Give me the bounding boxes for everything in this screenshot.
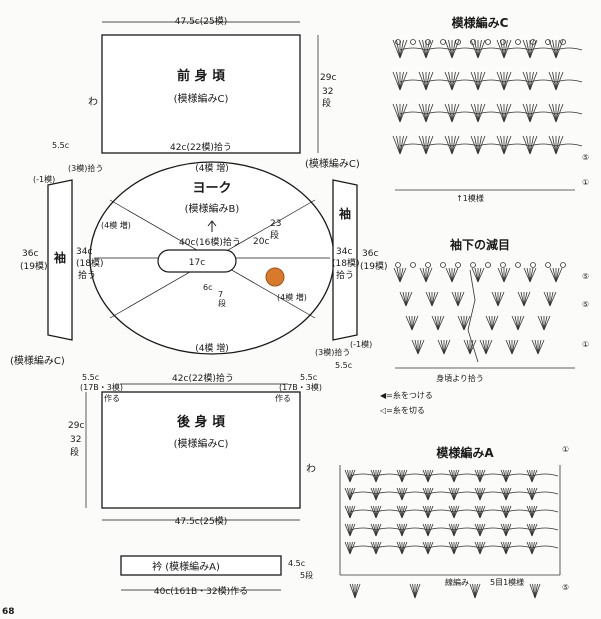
front-height-1: 29c [320, 73, 336, 83]
back-right-1: 5.5c [300, 373, 317, 382]
left-sleeve-outer-1: 36c [22, 249, 38, 259]
yoke-left-inc: (4模 増) [101, 220, 131, 230]
right-sleeve-inner-2: (18模) [332, 258, 359, 269]
yoke-top-inc: (4模 増) [195, 162, 229, 174]
chart-a-stitches [339, 465, 561, 599]
left-sleeve-outer-2: (19模) [20, 261, 47, 272]
yarn-ball-icon [265, 267, 285, 287]
front-bottom: 42c(22模)拾う [170, 141, 232, 153]
yoke-depth-1: 6c [203, 283, 213, 292]
right-sleeve-title: 袖 [339, 206, 351, 221]
yoke-neck: 17c [189, 258, 205, 268]
arrow-up-icon [207, 220, 217, 232]
yoke-panel: (4模 増) ヨーク (模様編みB) (4模 増) 40c(16模)拾う 17c… [89, 161, 335, 355]
chart-sleeve-row-a: ⑤ [582, 272, 589, 281]
front-wa: わ [88, 96, 98, 108]
left-sleeve-inner-3: 拾う [78, 269, 96, 281]
yoke-rows-2: 段 [270, 229, 279, 241]
back-height-1: 29c [68, 421, 84, 431]
yoke-pick: 40c(16模)拾う [179, 236, 241, 248]
back-title: 後 身 頃 [177, 414, 226, 430]
chart-a-footer-right: 5目1模様 [490, 577, 524, 587]
right-sleeve-outer-1: 36c [362, 249, 378, 259]
front-height-3: 段 [322, 97, 331, 109]
right-sleeve: 袖 (模様編みC) 34c (18模) 拾う 36c (19模) (3模)拾う … [305, 157, 387, 370]
legend-attach: ◀=糸をつける [380, 390, 433, 400]
legend-cut: ◁=糸を切る [379, 405, 425, 415]
front-title: 前 身 頃 [177, 68, 226, 84]
chart-sleeve-decrease: 袖下の減目 ⑤ ⑤ ① 身頃より拾う ◀=糸をつける ◁=糸を切る [379, 237, 589, 415]
back-left-3: 作る [104, 393, 120, 403]
collar-height: 4.5c [288, 559, 305, 568]
right-sleeve-inner-3: 拾う [336, 269, 354, 281]
chart-a-row-5: ⑤ [562, 583, 569, 592]
back-left-1: 5.5c [82, 373, 99, 382]
right-sleeve-dec: (-1模) [350, 339, 372, 349]
right-sleeve-outer-2: (19模) [360, 261, 387, 272]
page-number: 68 [2, 607, 15, 617]
collar-panel: 衿 (模様編みA) 4.5c 5段 40c(161B・32模)作る [120, 555, 313, 597]
chart-a-row-1: ① [562, 445, 569, 454]
chart-sleeve-stitches [393, 262, 575, 369]
front-width: 47.5c(25模) [175, 16, 227, 27]
left-sleeve-top-count: (3模)拾う [68, 163, 103, 173]
yoke-right-inc: (4模 増) [277, 292, 307, 302]
yoke-rows-1: 23 [270, 219, 281, 229]
left-sleeve: 袖 5.5c (3模)拾う (-1模) 36c (19模) 34c (18模) … [10, 141, 103, 367]
back-left-2: (17B・3模) [80, 382, 123, 392]
yoke-title: ヨーク [192, 181, 231, 196]
collar-title: 衿 (模様編みA) [152, 560, 220, 573]
yoke-bottom-inc: (4模 増) [195, 342, 229, 354]
back-height-3: 段 [70, 446, 79, 458]
back-pattern: (模様編みC) [174, 437, 229, 450]
right-sleeve-bottom-width: 5.5c [335, 361, 352, 370]
chart-pattern-a: 模様編みA ① ⑤ 線編み 5目1模様 [339, 445, 569, 599]
chart-c-row-1: ① [582, 178, 589, 187]
right-sleeve-pattern-top: (模様編みC) [305, 157, 360, 170]
yoke-pattern: (模様編みB) [185, 202, 240, 215]
left-sleeve-dec: (-1模) [33, 174, 55, 184]
back-right-3: 作る [275, 393, 291, 403]
chart-c-title: 模様編みC [452, 15, 509, 30]
left-sleeve-inner-1: 34c [76, 247, 92, 257]
chart-sleeve-title: 袖下の減目 [450, 237, 510, 252]
left-sleeve-title: 袖 [54, 250, 66, 265]
collar-rows: 5段 [300, 570, 313, 580]
chart-sleeve-row-b: ⑤ [582, 300, 589, 309]
chart-c-stitches [392, 39, 583, 191]
chart-sleeve-note: 身頃より拾う [436, 373, 484, 383]
chart-a-title: 模様編みA [436, 445, 494, 460]
yoke-depth-2: 7 [218, 290, 223, 299]
front-height-2: 32 [322, 87, 333, 97]
back-panel: 42c(22模)拾う 後 身 頃 (模様編みC) 5.5c (17B・3模) 作… [68, 372, 322, 527]
right-sleeve-inner-1: 34c [336, 247, 352, 257]
right-sleeve-bottom-count: (3模)拾う [315, 347, 350, 357]
back-right-2: (17B・3模) [279, 382, 322, 392]
chart-sleeve-row-c: ① [582, 340, 589, 349]
front-pattern: (模様編みC) [174, 92, 229, 105]
left-sleeve-pattern: (模様編みC) [10, 354, 65, 367]
front-panel: 47.5c(25模) 前 身 頃 (模様編みC) わ 29c 32 段 42c(… [88, 16, 336, 154]
left-sleeve-inner-2: (18模) [76, 258, 103, 269]
chart-c-footer: ↑1模様 [456, 193, 484, 203]
chart-pattern-c: 模様編みC ⑤ ① ↑1模様 [392, 15, 589, 203]
left-sleeve-top-width: 5.5c [52, 141, 69, 150]
back-height-2: 32 [70, 435, 81, 445]
chart-c-row-5: ⑤ [582, 153, 589, 162]
back-width: 47.5c(25模) [175, 516, 227, 527]
yoke-depth-3: 段 [218, 298, 226, 308]
collar-width: 40c(161B・32模)作る [154, 585, 248, 597]
chart-a-footer-left: 線編み [445, 577, 469, 587]
yoke-side: 20c [253, 237, 269, 247]
back-top: 42c(22模)拾う [172, 372, 234, 384]
back-wa: わ [306, 463, 316, 475]
